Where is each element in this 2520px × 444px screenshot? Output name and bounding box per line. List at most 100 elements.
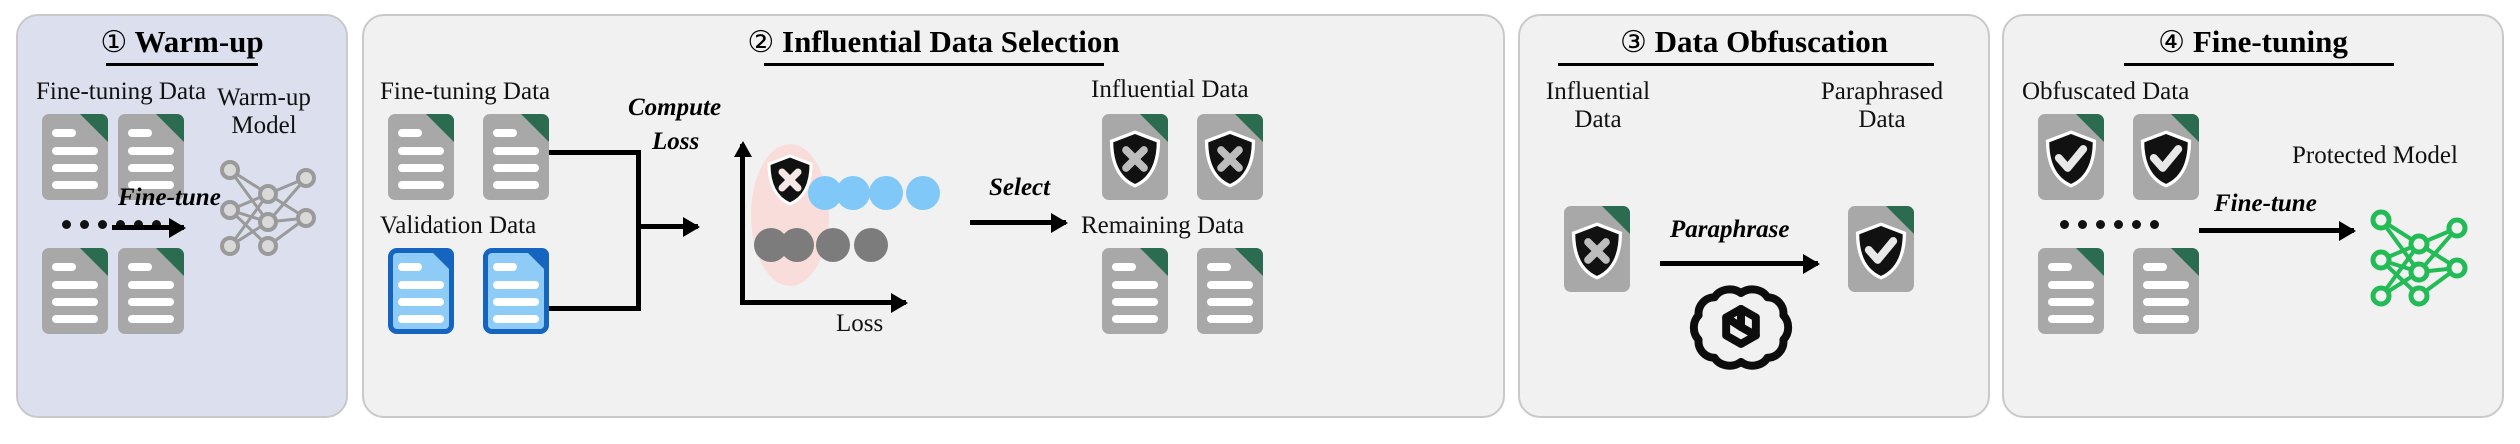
validation-document-icon bbox=[483, 248, 549, 334]
doc-line bbox=[52, 263, 76, 271]
panel-4-arrow-label: Fine-tune bbox=[2214, 190, 2317, 217]
panel-4-title-text: Fine-tuning bbox=[2192, 24, 2348, 59]
panel-2-number: ② bbox=[747, 26, 775, 59]
doc-line bbox=[493, 147, 539, 155]
doc-line bbox=[52, 315, 98, 323]
doc-line bbox=[1112, 263, 1136, 271]
panel-2-input-bottom-label: Validation Data bbox=[380, 212, 537, 239]
shield-check-document-icon bbox=[1848, 206, 1914, 292]
doc-line bbox=[52, 298, 98, 306]
doc-line bbox=[2048, 298, 2094, 306]
doc-line bbox=[1207, 263, 1231, 271]
document-icon bbox=[1197, 248, 1263, 334]
panel-1-output-label: Warm-up Model bbox=[217, 84, 311, 139]
panel-1-title-rule bbox=[106, 63, 258, 66]
panel-4-number: ④ bbox=[2158, 26, 2186, 59]
panel-warm-up: ① Warm-up Fine-tuning Data bbox=[16, 14, 348, 418]
doc-line bbox=[398, 129, 422, 137]
neural-network-icon bbox=[220, 160, 316, 256]
doc-line bbox=[128, 147, 174, 155]
loss-point-blue bbox=[869, 176, 903, 210]
shield-check-icon bbox=[2140, 130, 2192, 188]
doc-line bbox=[128, 315, 174, 323]
panel-4-title-rule bbox=[2124, 63, 2394, 66]
doc-line bbox=[398, 181, 444, 189]
shield-check-document-icon bbox=[2133, 114, 2199, 200]
doc-line bbox=[398, 281, 444, 289]
shield-x-document-icon bbox=[1564, 206, 1630, 292]
doc-line bbox=[2143, 281, 2189, 289]
doc-line bbox=[493, 315, 539, 323]
panel-2-output-top-label: Influential Data bbox=[1091, 76, 1249, 103]
panel-1-title-text: Warm-up bbox=[134, 24, 264, 59]
panel-3-title-text: Data Obfuscation bbox=[1654, 24, 1889, 59]
shield-x-icon bbox=[1571, 222, 1623, 280]
doc-line bbox=[493, 129, 517, 137]
panel-2-compute-loss-label-line1: Compute bbox=[628, 94, 722, 121]
doc-line bbox=[493, 281, 539, 289]
fine-tune-arrow bbox=[2199, 228, 2354, 233]
doc-line bbox=[1207, 315, 1253, 323]
loss-plot-x-axis bbox=[740, 300, 906, 305]
connector-vertical bbox=[636, 150, 641, 311]
connector-bottom bbox=[549, 306, 639, 311]
shield-x-icon bbox=[1204, 130, 1256, 188]
loss-plot-y-axis bbox=[740, 144, 745, 304]
panel-4-input-label: Obfuscated Data bbox=[2022, 78, 2190, 105]
panel-influential-data-selection: ② Influential Data Selection Fine-tuning… bbox=[362, 14, 1505, 418]
document-icon bbox=[1102, 248, 1168, 334]
panel-data-obfuscation: ③ Data Obfuscation Influential Data Para… bbox=[1518, 14, 1990, 418]
document-icon bbox=[2133, 248, 2199, 334]
document-icon bbox=[118, 248, 184, 334]
shield-x-document-icon bbox=[1102, 114, 1168, 200]
doc-line bbox=[2143, 263, 2167, 271]
doc-line bbox=[398, 315, 444, 323]
doc-line bbox=[398, 263, 422, 271]
doc-line bbox=[52, 281, 98, 289]
doc-line bbox=[128, 164, 174, 172]
doc-line bbox=[128, 298, 174, 306]
document-icon bbox=[42, 114, 108, 200]
doc-line bbox=[128, 181, 174, 189]
document-icon bbox=[42, 248, 108, 334]
doc-line bbox=[2143, 298, 2189, 306]
shield-check-document-icon bbox=[2038, 114, 2104, 200]
panel-2-compute-loss-label-line2: Loss bbox=[652, 128, 700, 155]
panel-4-title: ④ Fine-tuning bbox=[2004, 24, 2502, 60]
shield-x-icon bbox=[767, 154, 813, 206]
loss-point-gray bbox=[780, 228, 814, 262]
document-icon bbox=[483, 114, 549, 200]
doc-line bbox=[52, 147, 98, 155]
panel-3-title-rule bbox=[1558, 63, 1934, 66]
doc-line bbox=[398, 164, 444, 172]
shield-check-icon bbox=[2045, 130, 2097, 188]
panel-2-title-rule bbox=[764, 63, 1104, 66]
select-arrow bbox=[970, 220, 1066, 225]
loss-point-gray bbox=[854, 228, 888, 262]
panel-2-title-text: Influential Data Selection bbox=[782, 24, 1120, 59]
doc-line bbox=[128, 129, 152, 137]
doc-line bbox=[1207, 298, 1253, 306]
compute-loss-arrow bbox=[636, 224, 698, 229]
doc-line bbox=[493, 181, 539, 189]
doc-line bbox=[398, 147, 444, 155]
panel-4-output-label: Protected Model bbox=[2292, 142, 2458, 169]
panel-2-select-label: Select bbox=[989, 174, 1051, 201]
panel-2-output-bottom-label: Remaining Data bbox=[1081, 212, 1245, 239]
openai-logo-icon bbox=[1689, 285, 1793, 370]
doc-line bbox=[493, 164, 539, 172]
paraphrase-arrow bbox=[1660, 261, 1818, 266]
document-icon bbox=[118, 114, 184, 200]
doc-line bbox=[2048, 263, 2072, 271]
document-icon bbox=[2038, 248, 2104, 334]
panel-3-number: ③ bbox=[1619, 26, 1647, 59]
connector-top bbox=[549, 150, 639, 155]
doc-line bbox=[398, 298, 444, 306]
panel-fine-tuning: ④ Fine-tuning Obfuscated Data bbox=[2002, 14, 2504, 418]
doc-line bbox=[2048, 281, 2094, 289]
doc-line bbox=[52, 129, 76, 137]
doc-line bbox=[1112, 281, 1158, 289]
panel-1-arrow-label: Fine-tune bbox=[118, 184, 221, 211]
loss-point-blue bbox=[906, 176, 940, 210]
